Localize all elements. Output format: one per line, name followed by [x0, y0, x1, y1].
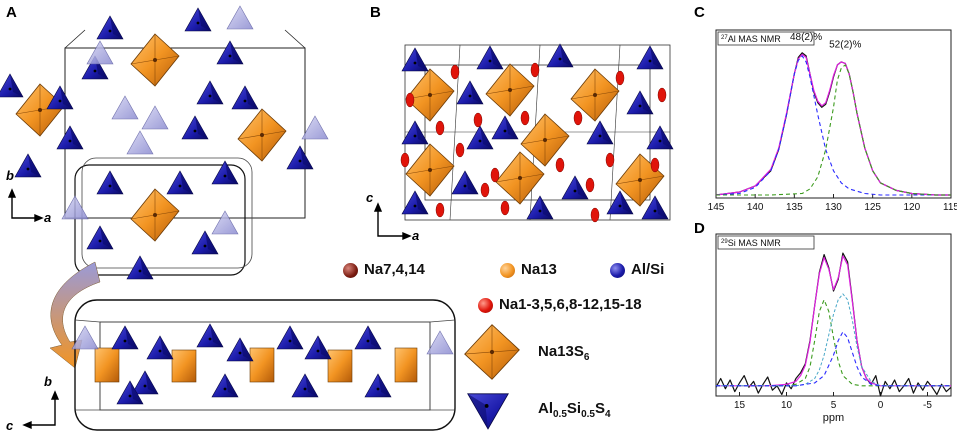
al-sub: 0.5	[553, 409, 567, 420]
axis-label-b: b	[6, 168, 14, 183]
na13s6-base: Na13S	[538, 343, 584, 360]
series-line	[716, 255, 951, 387]
x-tick-label: 145	[708, 202, 725, 213]
na-other-dot-icon	[478, 298, 493, 313]
axis-label-b: b	[44, 374, 52, 389]
chart-title-text: Al MAS NMR	[728, 34, 782, 44]
series-line	[716, 293, 951, 387]
peak-annotation: 48(2)%	[790, 32, 822, 43]
na7-dot-icon	[343, 263, 358, 278]
series-line	[716, 64, 951, 196]
axis-label-a: a	[412, 228, 420, 243]
series-line	[715, 55, 951, 196]
chart-title-text: Si MAS NMR	[728, 238, 782, 248]
panel-a-channel	[71, 299, 456, 431]
x-axis-label: ppm	[823, 412, 844, 424]
panel-a-axes	[7, 188, 44, 223]
panel-label-b: B	[370, 4, 381, 21]
panel-label-a: A	[6, 4, 17, 21]
x-tick-label: -5	[923, 400, 932, 411]
x-tick-label: 0	[878, 400, 884, 411]
series-line	[716, 299, 951, 387]
x-tick-label: 115	[943, 202, 957, 213]
na13-dot-icon	[500, 263, 515, 278]
s-base: S	[595, 400, 606, 417]
panel-b-axes	[373, 202, 412, 241]
s-sub: 4	[605, 409, 611, 420]
si-base: Si	[566, 400, 582, 417]
x-tick-label: 120	[903, 202, 920, 213]
legend-na7: Na7,4,14	[364, 261, 425, 278]
chart-title: 27Al MAS NMR	[721, 34, 781, 44]
axis-label-c: c	[6, 418, 14, 433]
octahedron-icon	[464, 324, 520, 380]
panel-label-c: C	[694, 4, 705, 21]
panel-a-structure	[0, 5, 329, 280]
chart-title-sup: 27	[721, 35, 728, 41]
legend-alsi: Al/Si	[631, 261, 665, 278]
alsi-dot-icon	[610, 263, 625, 278]
x-tick-label: 130	[825, 202, 842, 213]
x-tick-label: 15	[734, 400, 746, 411]
panel-a-channel-axes	[22, 390, 60, 430]
panel-b-structure	[400, 43, 674, 223]
axis-label-c: c	[366, 190, 374, 205]
x-tick-label: 5	[831, 400, 837, 411]
legend-alsis: Al0.5Si0.5S4	[538, 400, 611, 420]
x-tick-label: 135	[786, 202, 803, 213]
x-tick-label: 10	[781, 400, 793, 411]
chart-title-box	[717, 31, 815, 46]
peak-annotation: 52(2)%	[829, 39, 861, 50]
na13s6-sub: 6	[583, 352, 590, 363]
axis-label-a: a	[44, 210, 52, 225]
legend-na13s6: Na13S6	[538, 343, 589, 363]
si-sub: 0.5	[581, 409, 595, 420]
x-tick-label: 125	[864, 202, 881, 213]
chart-title: 29Si MAS NMR	[721, 238, 781, 248]
legend-na-other: Na1-3,5,6,8-12,15-18	[499, 296, 642, 313]
al-base: Al	[538, 400, 553, 417]
plot-frame	[715, 29, 952, 199]
tetrahedron-icon	[467, 393, 509, 430]
chart-d: 15 10 5 0 -5 29Si MAS NMR ppm	[715, 233, 952, 424]
legend-na13: Na13	[521, 261, 557, 278]
chart-title-sup: 29	[721, 239, 728, 245]
chart-title-box	[717, 235, 815, 250]
chart-c: 145 140 135 130 125 120 115 27Al MAS NMR 48(2)% 5…	[708, 29, 957, 213]
series-line	[716, 331, 951, 387]
x-tick-label: 140	[747, 202, 764, 213]
panel-label-d: D	[694, 220, 705, 237]
